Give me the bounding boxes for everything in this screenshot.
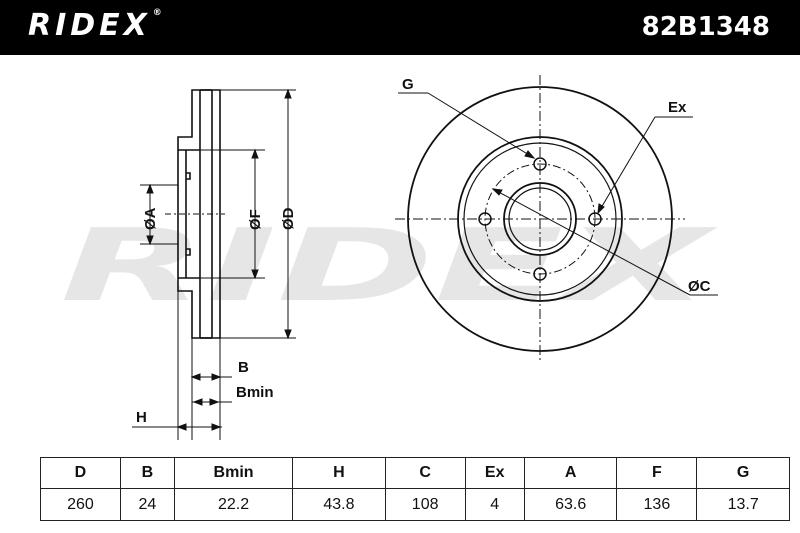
front-view	[395, 75, 685, 360]
brand-logo: RIDEX®	[28, 8, 166, 43]
label-b: B	[238, 359, 249, 376]
spec-value: 260	[40, 488, 121, 521]
label-dia-d: ØD	[280, 207, 297, 230]
part-number: 82B1348	[641, 12, 770, 42]
label-g: G	[402, 76, 414, 93]
spec-value: 4	[464, 488, 525, 521]
spec-header: Bmin	[173, 457, 294, 489]
spec-table-value-row: 260 24 22.2 43.8 108 4 63.6 136 13.7	[40, 488, 790, 521]
spec-value: 43.8	[292, 488, 386, 521]
spec-table: D B Bmin H C Ex A F G 260 24 22.2 43.8 1…	[40, 457, 790, 521]
header-bar: RIDEX® 82B1348	[0, 0, 800, 55]
label-dia-a: ØA	[142, 207, 159, 230]
spec-header: Ex	[464, 457, 525, 489]
spec-table-header-row: D B Bmin H C Ex A F G	[40, 457, 790, 489]
spec-header: F	[616, 457, 698, 489]
spec-header: G	[696, 457, 790, 489]
spec-header: A	[523, 457, 618, 489]
spec-value: 63.6	[523, 488, 618, 521]
side-view	[165, 89, 225, 339]
spec-value: 13.7	[696, 488, 790, 521]
watermark: RIDEX	[60, 207, 719, 324]
spec-header: H	[292, 457, 386, 489]
leader-g	[398, 92, 536, 159]
leader-c	[491, 188, 718, 296]
spec-value: 108	[384, 488, 466, 521]
dimension-d	[220, 88, 296, 340]
leader-ex	[597, 116, 693, 215]
spec-value: 136	[616, 488, 698, 521]
spec-header: C	[384, 457, 466, 489]
spec-value: 22.2	[173, 488, 294, 521]
spec-header: D	[40, 457, 121, 489]
dimension-a	[140, 183, 178, 246]
label-dia-c: ØC	[688, 278, 711, 295]
dimension-f	[200, 148, 265, 280]
label-h: H	[136, 409, 147, 426]
label-bmin: Bmin	[236, 384, 274, 401]
label-dia-f: ØF	[247, 209, 264, 230]
technical-drawing: RIDEX ØA ØF	[60, 75, 719, 440]
label-ex: Ex	[668, 99, 687, 116]
dimension-b-bmin-h	[132, 291, 232, 440]
spec-header: B	[119, 457, 175, 489]
spec-value: 24	[119, 488, 175, 521]
